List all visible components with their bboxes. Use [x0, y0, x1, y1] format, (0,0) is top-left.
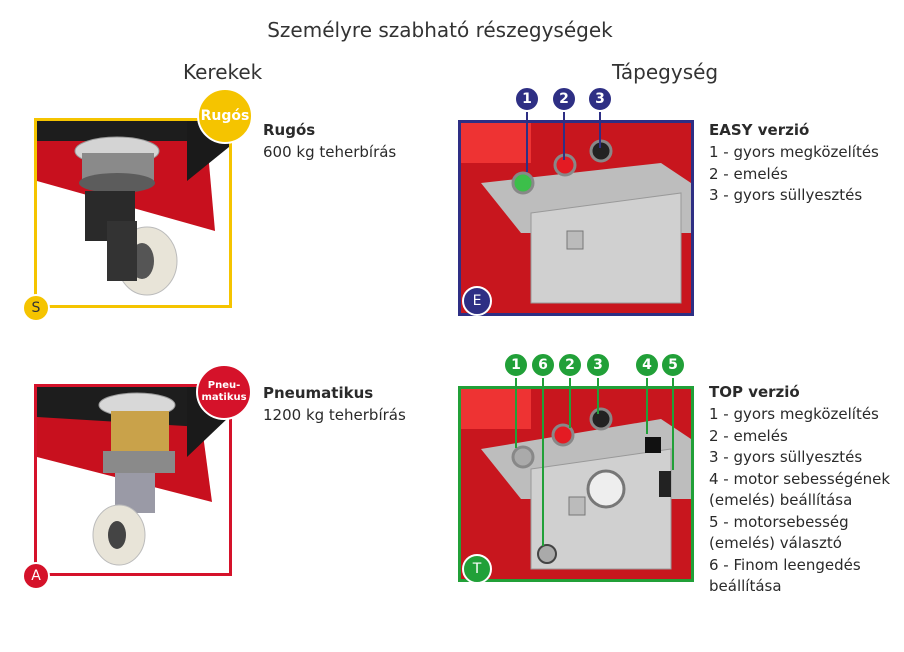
- easy-button-2-marker: 2: [551, 86, 577, 112]
- pneumatic-wheel-name: Pneumatikus: [263, 384, 374, 402]
- wheels-heading: Kerekek: [183, 60, 263, 84]
- easy-unit-frame: [458, 120, 694, 316]
- top-item: 4 - motor sebességének: [709, 469, 891, 488]
- easy-button-3-marker: 3: [587, 86, 613, 112]
- spring-wheel-frame: [34, 118, 232, 308]
- easy-version-title: EASY verzió: [709, 121, 810, 139]
- top-item: 5 - motorsebesség: [709, 512, 849, 531]
- top-item: beállítása: [709, 577, 782, 595]
- pneumatic-wheel-image: [37, 387, 229, 573]
- top-button-2-marker: 2: [557, 352, 583, 378]
- easy-item: 2 - emelés: [709, 164, 788, 183]
- top-button-3-marker: 3: [585, 352, 611, 378]
- page-title: Személyre szabható részegységek: [267, 18, 613, 42]
- top-button-6-marker: 6: [530, 352, 556, 378]
- top-button-5-marker: 5: [660, 352, 686, 378]
- easy-items: 1 - gyors megközelítés 2 - emelés 3 - gy…: [709, 142, 879, 207]
- top-button-1-marker: 1: [503, 352, 529, 378]
- spring-badge: Rugós: [197, 88, 253, 144]
- easy-unit-image: [461, 123, 691, 313]
- spring-corner-s: S: [22, 294, 50, 322]
- easy-corner-e: E: [462, 286, 492, 316]
- top-items: 1 - gyors megközelítés 2 - emelés 3 - gy…: [709, 404, 890, 598]
- top-button-4-marker: 4: [634, 352, 660, 378]
- easy-item: 1 - gyors megközelítés: [709, 143, 879, 161]
- pneumatic-wheel-frame: [34, 384, 232, 576]
- easy-button-1-marker: 1: [514, 86, 540, 112]
- top-item: 1 - gyors megközelítés: [709, 405, 879, 423]
- power-unit-heading: Tápegység: [612, 60, 719, 84]
- pneumatic-badge: Pneu- matikus: [196, 364, 252, 420]
- top-item: 6 - Finom leengedés: [709, 555, 861, 574]
- pneumatic-wheel-capacity: 1200 kg teherbírás: [263, 406, 406, 424]
- pneumatic-corner-a: A: [22, 562, 50, 590]
- top-item: 2 - emelés: [709, 426, 788, 445]
- spring-wheel-name: Rugós: [263, 121, 316, 139]
- top-item: (emelés) beállítása: [709, 491, 853, 509]
- top-corner-t: T: [462, 554, 492, 584]
- top-unit-image: [461, 389, 691, 579]
- top-unit-frame: [458, 386, 694, 582]
- top-item: 3 - gyors süllyesztés: [709, 448, 863, 466]
- spring-wheel-capacity: 600 kg teherbírás: [263, 143, 397, 161]
- top-item: (emelés) választó: [709, 534, 842, 552]
- spring-wheel-image: [37, 121, 229, 305]
- top-version-title: TOP verzió: [709, 383, 800, 401]
- easy-item: 3 - gyors süllyesztés: [709, 186, 863, 204]
